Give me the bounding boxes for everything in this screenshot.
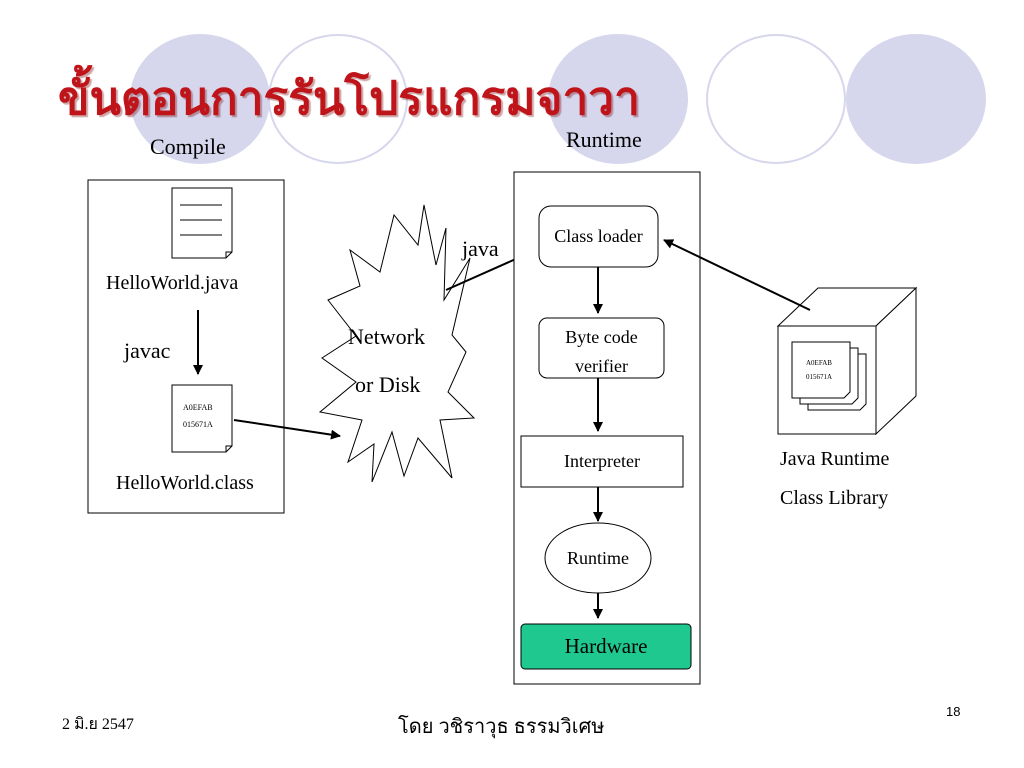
source-document-icon xyxy=(171,187,233,259)
class-bytecode-line-2: 015671A xyxy=(183,420,213,429)
decor-circle-3 xyxy=(548,34,688,164)
verifier-box xyxy=(538,317,665,379)
decor-circle-4 xyxy=(706,34,846,164)
class-file-label: HelloWorld.class xyxy=(116,472,254,494)
source-file-label: HelloWorld.java xyxy=(106,272,239,294)
hardware-label: Hardware xyxy=(564,634,648,659)
verifier-label-line-2: verifier xyxy=(575,356,628,376)
footer-date: 2 มิ.ย 2547 xyxy=(62,716,134,733)
compile-heading: Compile xyxy=(150,134,226,159)
library-documents-icon xyxy=(791,341,867,411)
decor-circle-1 xyxy=(130,34,270,164)
javac-label: javac xyxy=(124,338,171,363)
class-bytecode-line-1: A0EFAB xyxy=(183,403,213,412)
footer-author: โดย วชิราวุธ ธรรมวิเศษ xyxy=(398,716,605,738)
interpreter-label: Interpreter xyxy=(564,451,640,472)
interpreter-box xyxy=(520,435,684,488)
page-number: 18 xyxy=(946,704,961,719)
network-label-line-2: or Disk xyxy=(355,372,421,397)
network-label-line-1: Network xyxy=(348,324,425,349)
library-to-loader-arrow xyxy=(663,239,811,311)
class-loader-label: Class loader xyxy=(554,226,643,247)
library-label-line-1: Java Runtime xyxy=(780,448,890,470)
library-label-line-2: Class Library xyxy=(780,487,889,509)
decor-circle-2 xyxy=(268,34,408,164)
class-document-icon xyxy=(171,384,233,453)
network-burst-icon xyxy=(318,204,476,483)
runtime-node-label: Runtime xyxy=(567,547,629,568)
hardware-box xyxy=(520,623,692,670)
library-bytecode-line-1: A0EFAB xyxy=(806,359,832,367)
decor-circle-5 xyxy=(846,34,986,164)
class-to-network-arrow xyxy=(233,419,341,440)
runtime-heading: Runtime xyxy=(566,127,642,152)
verifier-label-line-1: Byte code xyxy=(565,327,638,347)
library-bytecode-line-2: 015671A xyxy=(806,373,833,381)
java-launcher-label: java xyxy=(462,236,499,261)
slide-title: ขั้นตอนการรันโปรแกรมจาวา xyxy=(58,71,640,125)
